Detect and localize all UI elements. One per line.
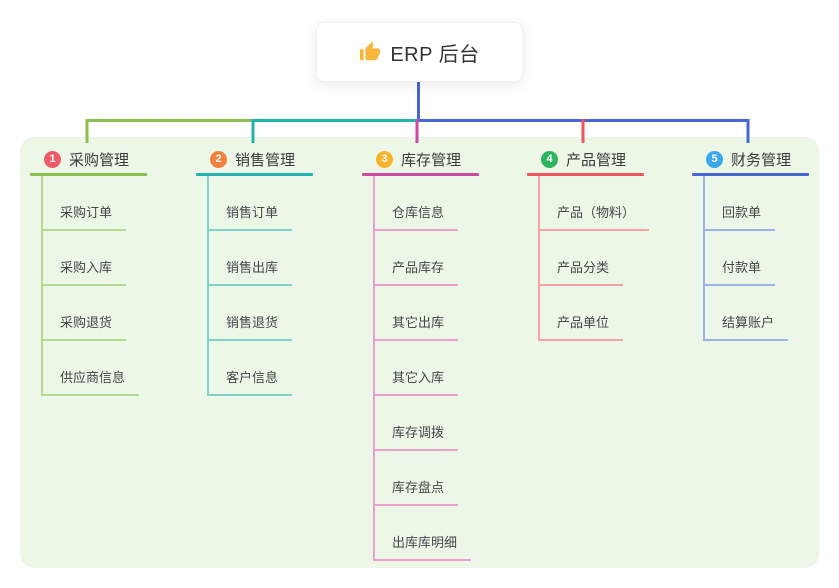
branch-number-badge: 2 [210,151,227,168]
branch-column-3: 3 库存管理仓库信息产品库存其它出库其它入库库存调拨库存盘点出库库明细 [362,0,522,588]
child-item[interactable]: 出库库明细 [373,534,472,561]
branch-number-badge: 1 [44,151,61,168]
child-item[interactable]: 产品（物料） [538,204,650,231]
branch-column-5: 5 财务管理回款单付款单结算账户 [692,0,839,588]
branch-underline [362,173,479,176]
root-node[interactable]: ERP 后台 [316,22,523,82]
child-item[interactable]: 其它入库 [373,369,459,396]
child-item[interactable]: 销售出库 [207,259,293,286]
children-connector-line [538,176,540,341]
child-item[interactable]: 其它出库 [373,314,459,341]
child-item[interactable]: 产品单位 [538,314,624,341]
thumbs-up-icon [359,41,381,63]
branch-number-badge: 4 [541,151,558,168]
child-item[interactable]: 销售订单 [207,204,293,231]
child-item[interactable]: 销售退货 [207,314,293,341]
branch-column-4: 4 产品管理产品（物料） 产品分类产品单位 [527,0,687,588]
branch-header[interactable]: 2 销售管理 [210,149,295,170]
child-item[interactable]: 结算账户 [703,314,789,341]
branch-header[interactable]: 3 库存管理 [376,149,461,170]
branch-header[interactable]: 1 采购管理 [44,149,129,170]
branch-label: 财务管理 [731,152,792,169]
child-item[interactable]: 产品分类 [538,259,624,286]
child-item[interactable]: 供应商信息 [41,369,140,396]
children-connector-line [373,176,375,561]
child-item[interactable]: 客户信息 [207,369,293,396]
branch-column-2: 2 销售管理销售订单销售出库销售退货客户信息 [196,0,356,588]
branch-label: 销售管理 [235,152,296,169]
child-item[interactable]: 仓库信息 [373,204,459,231]
child-item[interactable]: 付款单 [703,259,776,286]
child-item[interactable]: 采购退货 [41,314,127,341]
child-item[interactable]: 库存调拨 [373,424,459,451]
child-item[interactable]: 库存盘点 [373,479,459,506]
branch-header[interactable]: 4 产品管理 [541,149,626,170]
branch-column-1: 1 采购管理采购订单采购入库采购退货供应商信息 [30,0,190,588]
children-connector-line [41,176,43,396]
branch-label: 库存管理 [401,152,462,169]
branch-underline [196,173,313,176]
branch-number-badge: 3 [376,151,393,168]
branch-number-badge: 5 [706,151,723,168]
branch-underline [30,173,147,176]
children-connector-line [703,176,705,341]
children-connector-line [207,176,209,396]
child-item[interactable]: 采购订单 [41,204,127,231]
root-label: ERP 后台 [390,43,480,66]
branch-underline [527,173,644,176]
branch-header[interactable]: 5 财务管理 [706,149,791,170]
child-item[interactable]: 产品库存 [373,259,459,286]
child-item[interactable]: 采购入库 [41,259,127,286]
branch-underline [692,173,809,176]
branches-panel [20,137,819,568]
branch-label: 采购管理 [69,152,130,169]
child-item[interactable]: 回款单 [703,204,776,231]
branch-label: 产品管理 [566,152,627,169]
